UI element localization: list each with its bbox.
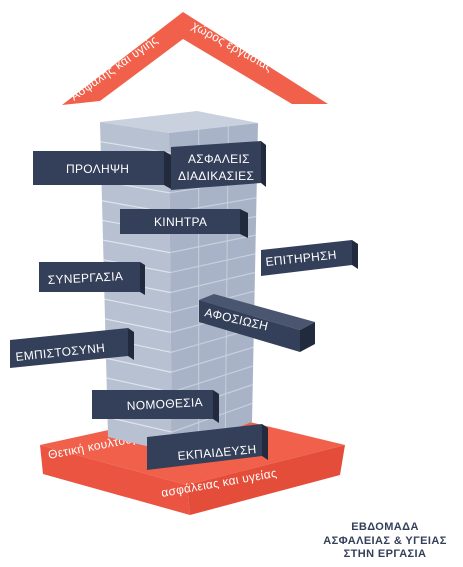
block-prolipsi: ΠΡΟΛΗΨΗ — [33, 151, 171, 189]
block-kinitra-label: ΚΙΝΗΤΡΑ — [154, 215, 207, 229]
block-synergasia-label: ΣΥΝΕΡΓΑΣΙΑ — [47, 269, 123, 287]
base-front-left — [40, 445, 190, 515]
block-empistosyni: ΕΜΠΙΣΤΟΣΥΝΗ — [10, 328, 134, 368]
block-ekpaidefsi: ΕΚΠΑΙΔΕΥΣΗ — [147, 424, 268, 470]
block-asfaleis: ΑΣΦΑΛΕΙΣ ΔΙΑΔΙΚΑΣΙΕΣ — [171, 141, 266, 190]
block-asfaleis-label-2: ΔΙΑΔΙΚΑΣΙΕΣ — [178, 169, 254, 183]
roof-left-text: Ασφαλής και υγιής — [68, 33, 161, 104]
tower-layer-line — [107, 416, 172, 433]
tower-layer-line — [105, 357, 172, 373]
tower-layer-line — [170, 253, 256, 274]
tower-right-face — [169, 123, 258, 452]
roof-shape — [62, 12, 328, 105]
block-kinitra: ΚΙΝΗΤΡΑ — [120, 209, 248, 238]
base-front-right — [187, 445, 345, 515]
tower-layer-line — [104, 298, 171, 314]
tower-layer-line — [171, 346, 254, 373]
tower-layer-line — [106, 377, 172, 393]
tower-layer-line — [104, 318, 171, 333]
tower-layer-line — [171, 365, 254, 393]
tower-layer-line — [102, 239, 171, 254]
block-epitirisi: ΕΠΙΤΗΡΗΣΗ — [261, 240, 358, 276]
footer-line-3: ΣΤΗΝ ΕΡΓΑΣΙΑ — [343, 548, 427, 560]
footer-line-1: ΕΒΔΟΜΑΔΑ — [351, 521, 419, 533]
tower-layer-line — [170, 271, 256, 294]
tower-top — [100, 111, 258, 133]
block-prolipsi-label: ΠΡΟΛΗΨΗ — [66, 162, 129, 176]
block-nomothesia: ΝΟΜΟΘΕΣΙΑ — [92, 390, 219, 423]
block-synergasia: ΣΥΝΕΡΓΑΣΙΑ — [39, 262, 145, 295]
tower-layer-line — [170, 234, 256, 254]
footer-line-2: ΑΣΦΑΛΕΙΑΣ & ΥΓΕΙΑΣ — [323, 534, 447, 547]
block-nomothesia-label: ΝΟΜΟΘΕΣΙΑ — [126, 395, 203, 413]
block-asfaleis-label-1: ΑΣΦΑΛΕΙΣ — [188, 152, 250, 166]
block-ekpaidefsi-label: ΕΚΠΑΙΔΕΥΣΗ — [177, 442, 257, 463]
footer-event-title: ΕΒΔΟΜΑΔΑ ΑΣΦΑΛΕΙΑΣ & ΥΓΕΙΑΣ ΣΤΗΝ ΕΡΓΑΣΙΑ — [315, 521, 455, 562]
roof: Ασφαλής και υγιής χώρος εργασίας — [62, 12, 328, 105]
